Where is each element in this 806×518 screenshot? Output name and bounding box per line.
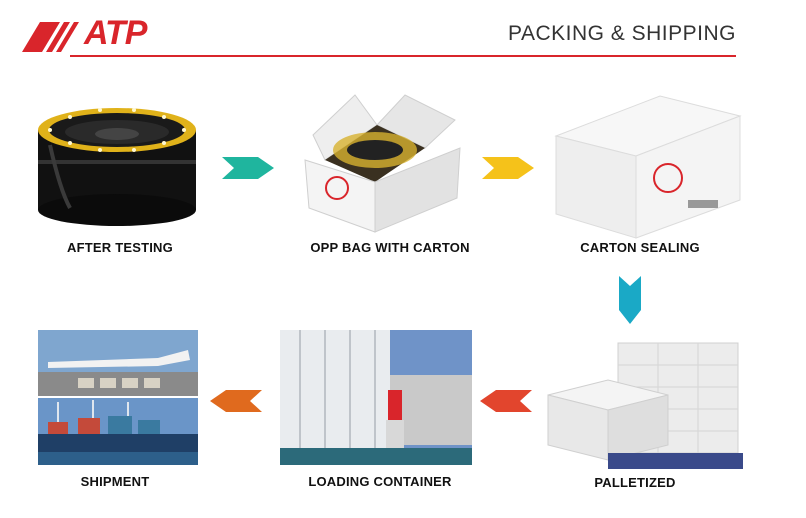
step-caption-after-testing: AFTER TESTING <box>40 240 200 255</box>
palletized-image <box>538 335 743 475</box>
step-caption-shipment: SHIPMENT <box>40 474 190 489</box>
logo-stripes-icon <box>22 18 82 54</box>
step-caption-palletized: PALLETIZED <box>580 475 690 490</box>
shipment-image <box>38 330 198 465</box>
sealed-carton-image <box>548 88 748 243</box>
step-caption-carton-sealing: CARTON SEALING <box>560 240 720 255</box>
atp-logo: ATP <box>22 18 202 54</box>
header-divider <box>70 55 736 57</box>
brand-name: ATP <box>84 14 146 53</box>
arrow-right-icon <box>482 157 534 179</box>
page-title: PACKING & SHIPPING <box>508 22 736 46</box>
step-caption-loading-container: LOADING CONTAINER <box>285 474 475 489</box>
wheel-image <box>30 90 205 230</box>
loading-container-image <box>280 330 472 465</box>
arrow-down-icon <box>619 276 641 324</box>
arrow-right-icon <box>222 157 274 179</box>
open-carton-image <box>285 90 475 235</box>
arrow-left-icon <box>480 390 532 412</box>
step-caption-opp-bag-with-carton: OPP BAG WITH CARTON <box>295 240 485 255</box>
arrow-left-icon <box>210 390 262 412</box>
